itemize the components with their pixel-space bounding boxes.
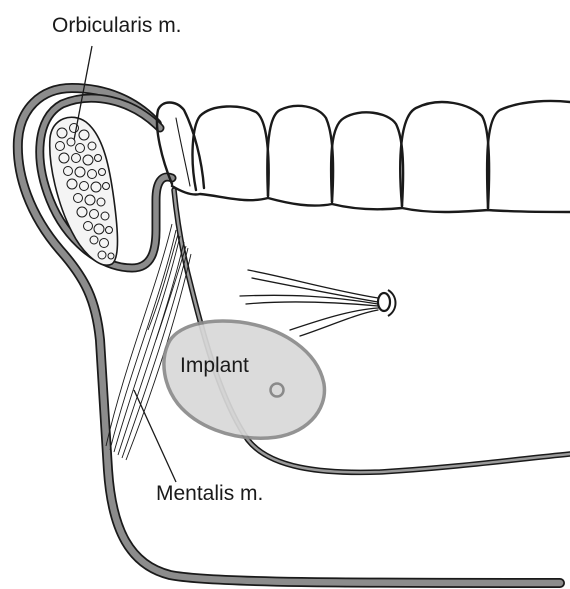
alveolar-crest: [172, 186, 570, 212]
implant-screw-icon: [271, 384, 284, 397]
orbicularis-label: Orbicularis m.: [52, 14, 182, 37]
mentalis-leader: [134, 390, 176, 482]
implant-label: Implant: [180, 354, 249, 377]
mental-foramen-icon: [378, 290, 396, 316]
chin-implant: [164, 321, 325, 438]
teeth: [157, 101, 570, 208]
mentalis-label: Mentalis m.: [156, 482, 263, 505]
